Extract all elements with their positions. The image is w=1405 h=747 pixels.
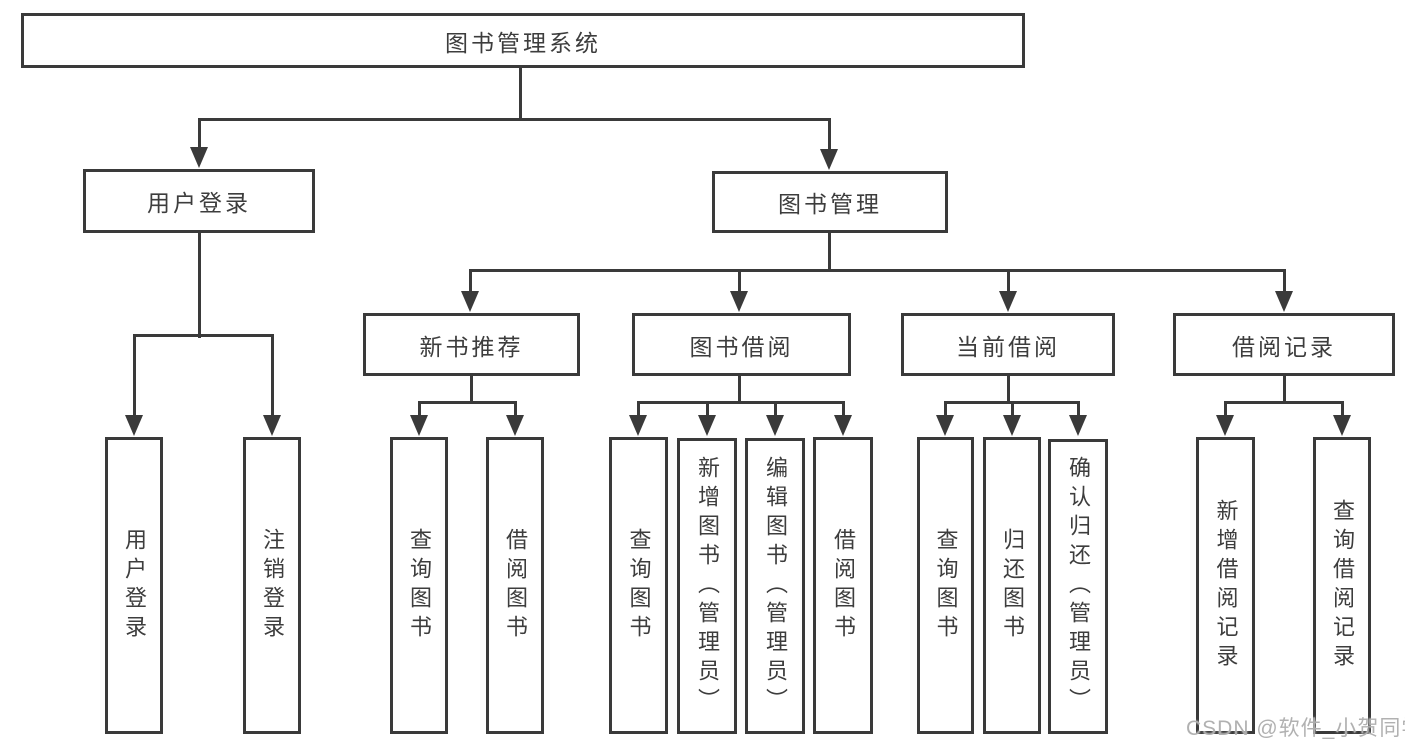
arrow-down-icon	[1069, 415, 1087, 436]
connector-arrow-stem	[132, 335, 136, 420]
node-logout: 注销登录	[243, 437, 301, 734]
connector-arrow-stem	[1006, 270, 1010, 296]
connector-arrow-stem	[636, 402, 640, 420]
connector-arrow-stem	[943, 402, 947, 420]
node-nb-borrow-books: 借阅图书	[486, 437, 544, 734]
node-current-borrowing: 当前借阅	[901, 313, 1115, 376]
connector-hline	[468, 268, 1286, 272]
connector-arrow-stem	[737, 270, 741, 296]
node-nb-query-books: 查询图书	[390, 437, 448, 734]
connector-hline	[132, 333, 274, 337]
node-new-book-recommend: 新书推荐	[363, 313, 580, 376]
connector-hline	[197, 117, 831, 121]
arrow-down-icon	[629, 415, 647, 436]
connector-vline	[827, 233, 831, 272]
node-bb-add-books: 新增图书（管理员）	[677, 438, 737, 734]
connector-vline	[1282, 375, 1286, 404]
arrow-down-icon	[125, 415, 143, 436]
connector-arrow-stem	[1282, 270, 1286, 296]
arrow-down-icon	[410, 415, 428, 436]
node-user-login: 用户登录	[105, 437, 163, 734]
connector-arrow-stem	[513, 402, 517, 420]
arrow-down-icon	[1216, 415, 1234, 436]
connector-arrow-stem	[1076, 402, 1080, 420]
node-bb-edit-books: 编辑图书（管理员）	[745, 438, 805, 734]
arrow-down-icon	[730, 291, 748, 312]
connector-arrow-stem	[1340, 402, 1344, 420]
node-bb-query-books: 查询图书	[609, 437, 668, 734]
node-borrowing-records: 借阅记录	[1173, 313, 1395, 376]
node-user-login-branch: 用户登录	[83, 169, 315, 233]
node-br-add-record: 新增借阅记录	[1196, 437, 1255, 734]
connector-hline	[1223, 400, 1344, 404]
arrow-down-icon	[1003, 415, 1021, 436]
connector-vline	[737, 375, 741, 404]
node-br-query-record: 查询借阅记录	[1313, 437, 1371, 734]
connector-arrow-stem	[417, 402, 421, 420]
connector-arrow-stem	[841, 402, 845, 420]
connector-hline	[636, 400, 845, 404]
connector-vline	[518, 68, 522, 121]
node-root: 图书管理系统	[21, 13, 1025, 68]
arrow-down-icon	[461, 291, 479, 312]
connector-arrow-stem	[197, 119, 201, 152]
arrow-down-icon	[506, 415, 524, 436]
connector-arrow-stem	[705, 402, 709, 420]
arrow-down-icon	[190, 147, 208, 168]
node-book-management: 图书管理	[712, 171, 948, 233]
node-bb-borrow-books: 借阅图书	[813, 437, 873, 734]
arrow-down-icon	[698, 415, 716, 436]
connector-vline	[469, 375, 473, 404]
connector-arrow-stem	[468, 270, 472, 296]
connector-arrow-stem	[773, 402, 777, 420]
arrow-down-icon	[820, 149, 838, 170]
arrow-down-icon	[999, 291, 1017, 312]
node-cb-return-books: 归还图书	[983, 437, 1041, 734]
connector-arrow-stem	[1010, 402, 1014, 420]
arrow-down-icon	[834, 415, 852, 436]
node-book-borrowing: 图书借阅	[632, 313, 851, 376]
connector-hline	[417, 400, 517, 404]
arrow-down-icon	[263, 415, 281, 436]
csdn-watermark: CSDN @软件_小贺同学	[1186, 717, 1405, 740]
connector-arrow-stem	[827, 119, 831, 154]
arrow-down-icon	[1333, 415, 1351, 436]
connector-arrow-stem	[270, 335, 274, 420]
connector-vline	[197, 232, 201, 338]
arrow-down-icon	[1275, 291, 1293, 312]
node-cb-query-books: 查询图书	[917, 437, 974, 734]
arrow-down-icon	[766, 415, 784, 436]
node-cb-confirm-return: 确认归还（管理员）	[1048, 439, 1108, 734]
connector-vline	[1006, 375, 1010, 404]
arrow-down-icon	[936, 415, 954, 436]
connector-arrow-stem	[1223, 402, 1227, 420]
